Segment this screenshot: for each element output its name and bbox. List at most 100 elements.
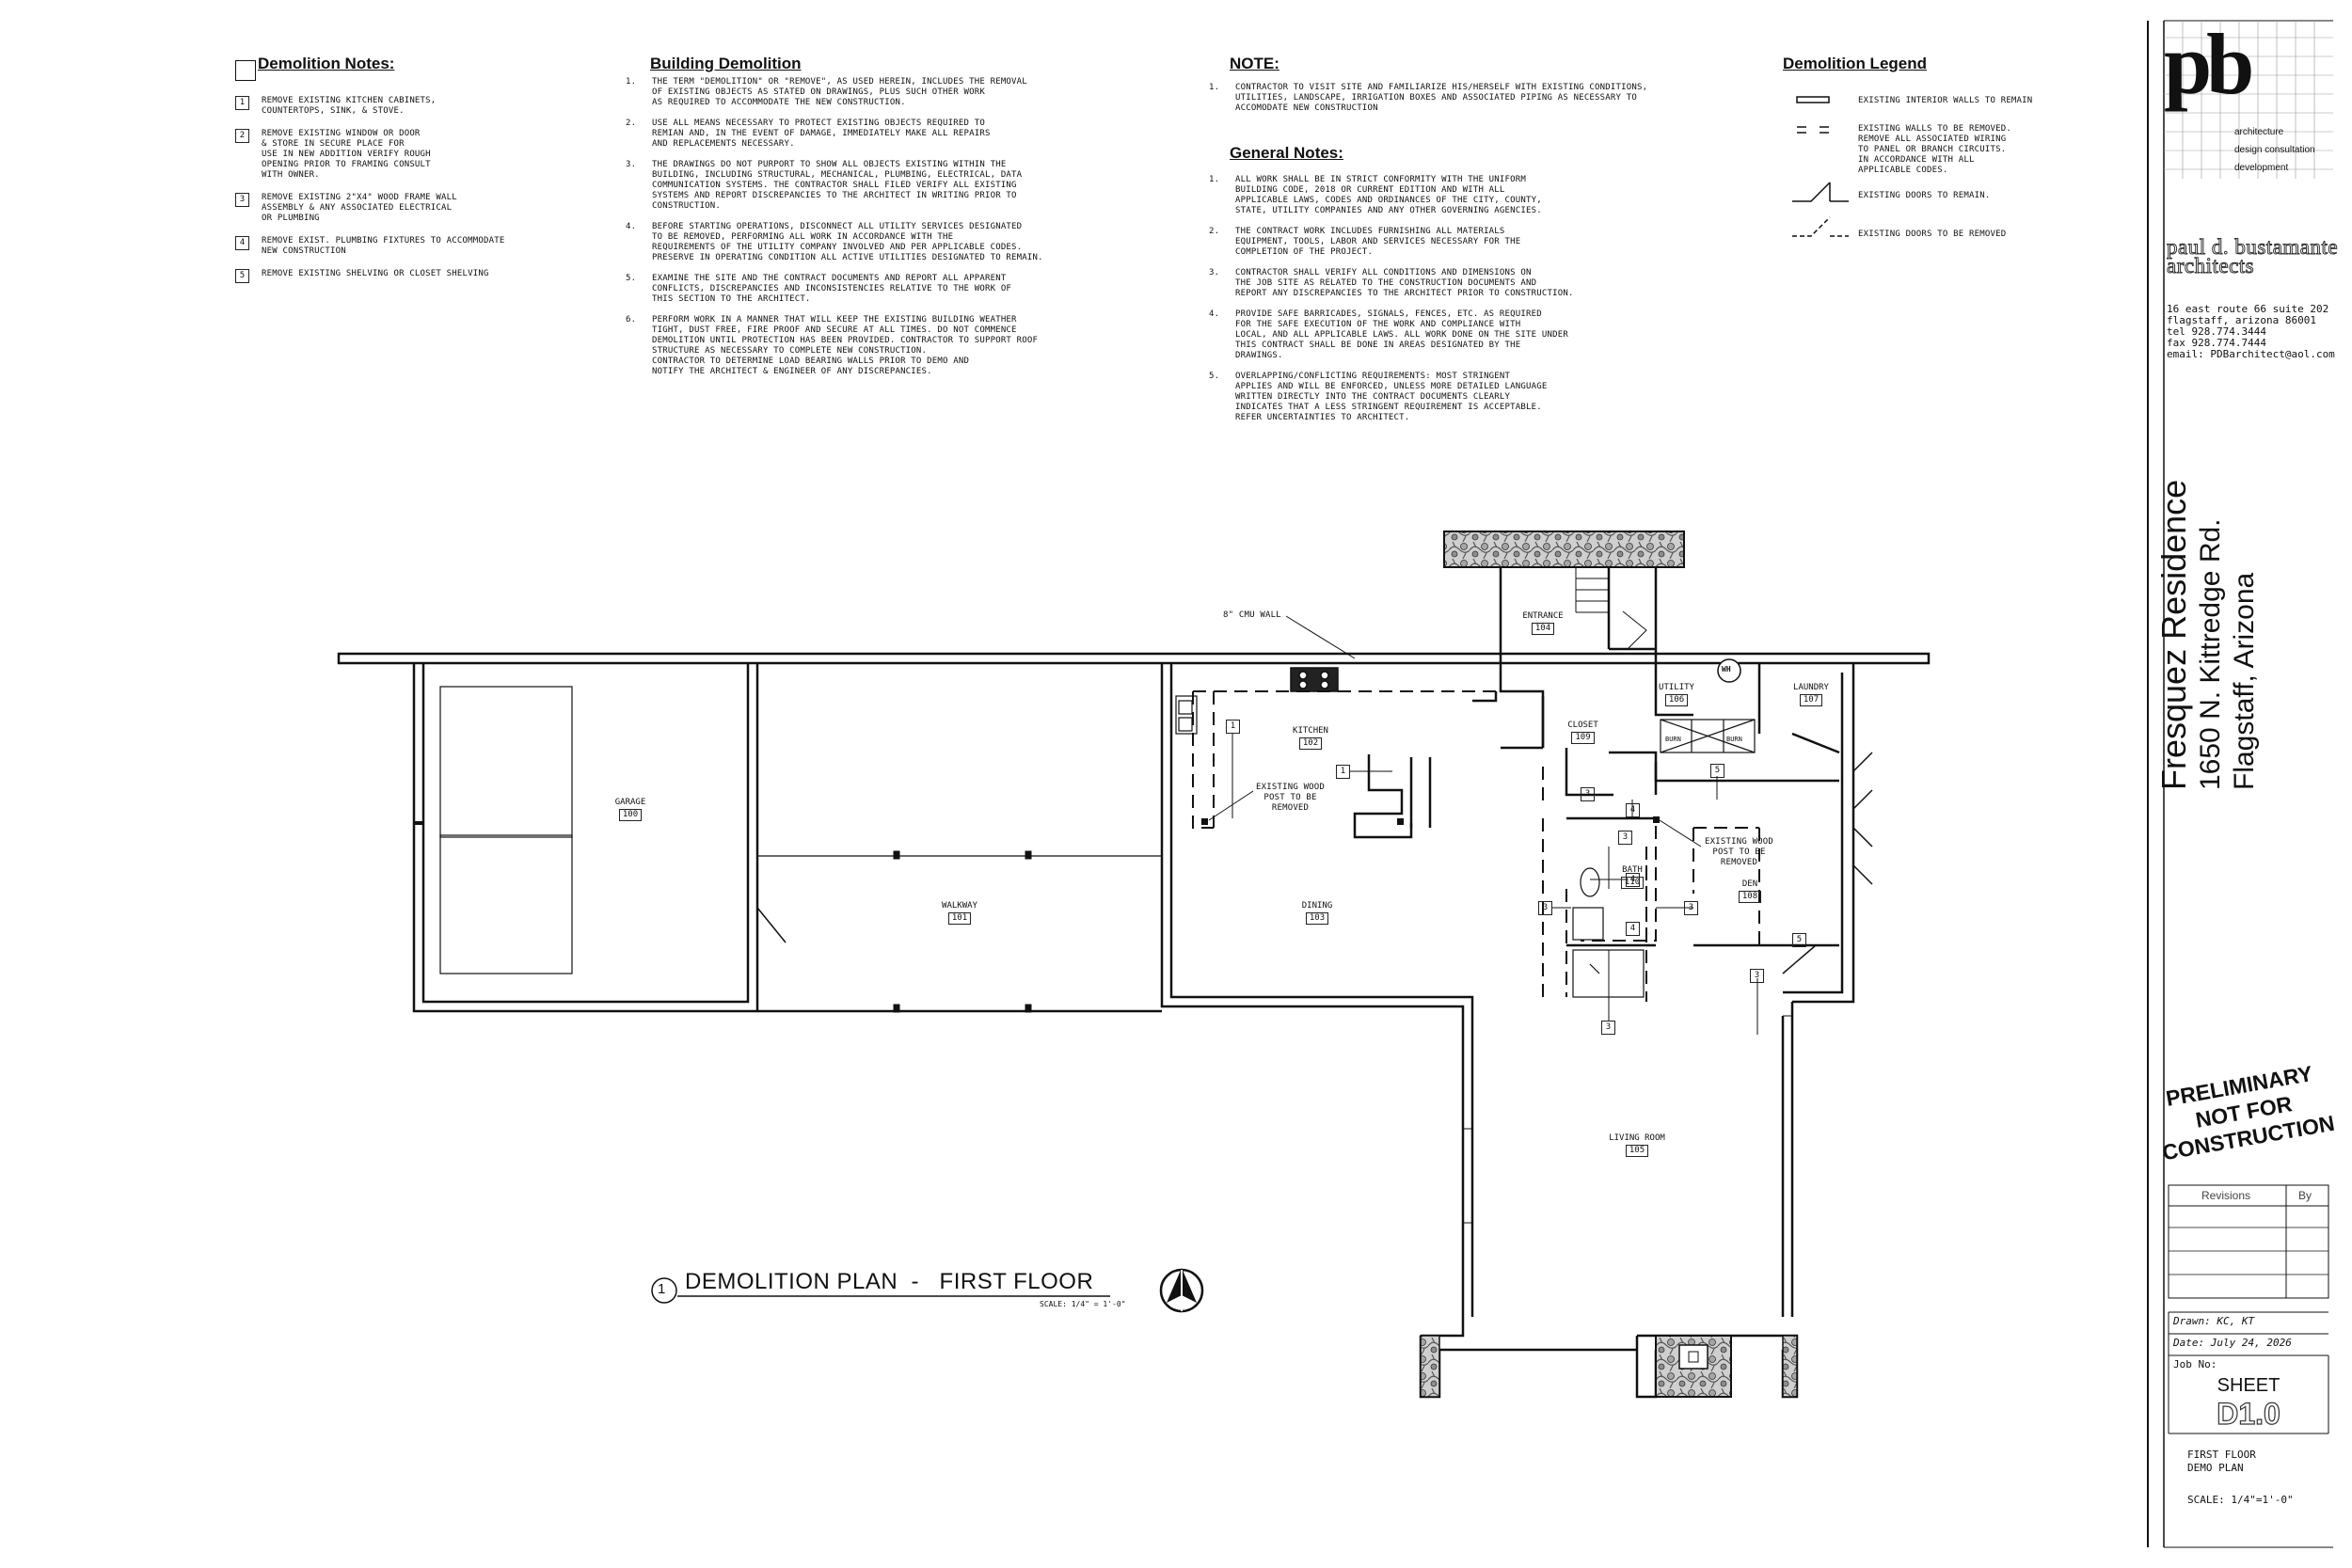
- legend-item-doors-remove: EXISTING DOORS TO BE REMOVED: [1858, 230, 2007, 239]
- firm-address-1: 16 east route 66 suite 202: [2167, 303, 2329, 315]
- tagline-2: design consultation: [2234, 145, 2315, 155]
- firm-logo: pb: [2164, 16, 2254, 112]
- item-number: 1.: [1209, 83, 1220, 92]
- view-number: 1: [658, 1281, 666, 1297]
- item-text: REMOVE EXISTING WINDOW OR DOOR & STORE I…: [262, 129, 431, 180]
- item-number: 3.: [1209, 268, 1220, 277]
- tagline-1: architecture: [2234, 127, 2284, 137]
- item-text: THE DRAWINGS DO NOT PURPORT TO SHOW ALL …: [652, 160, 1023, 211]
- sheet-desc-2: DEMO PLAN: [2187, 1462, 2244, 1474]
- item-number: 3: [235, 193, 249, 207]
- interior-walls: [1353, 663, 1840, 947]
- firm-name-2: architects: [2166, 254, 2255, 278]
- burn-label-1: BURN: [1665, 736, 1681, 743]
- item-number: 3.: [626, 160, 637, 169]
- item-number: 1.: [1209, 175, 1220, 184]
- project-city: Flagstaff, Arizona: [2229, 572, 2260, 790]
- item-number: 1: [235, 96, 249, 110]
- walkway-outline: [756, 850, 1162, 1013]
- plan-title: DEMOLITION PLAN - FIRST FLOOR: [685, 1269, 1094, 1294]
- sheet-desc-1: FIRST FLOOR: [2187, 1449, 2256, 1461]
- item-text: REMOVE EXISTING SHELVING OR CLOSET SHELV…: [262, 269, 489, 278]
- item-number: 4: [235, 236, 249, 250]
- item-text: THE TERM "DEMOLITION" OR "REMOVE", AS US…: [652, 77, 1027, 107]
- legend-item-walls-remain: EXISTING INTERIOR WALLS TO REMAIN: [1858, 96, 2033, 105]
- entrance-stairs: [1575, 566, 1647, 650]
- item-number: 6.: [626, 315, 637, 325]
- item-text: EXAMINE THE SITE AND THE CONTRACT DOCUME…: [652, 274, 1012, 304]
- firm-address-3: tel 928.774.3444: [2167, 325, 2266, 338]
- item-text: REMOVE EXIST. PLUMBING FIXTURES TO ACCOM…: [262, 236, 505, 256]
- date: Date: July 24, 2026: [2173, 1337, 2292, 1349]
- callout-leaders: [1208, 615, 1835, 1035]
- tagline-3: development: [2234, 163, 2289, 173]
- item-number: 5.: [626, 274, 637, 283]
- sheet-number: D1.0: [2217, 1396, 2281, 1431]
- project-title-block: Fresquez Residence 1650 N. Kittredge Rd.…: [2154, 451, 2352, 790]
- sheet-scale: SCALE: 1/4"=1'-0": [2187, 1494, 2294, 1506]
- item-text: REMOVE EXISTING KITCHEN CABINETS, COUNTE…: [262, 96, 437, 116]
- tag-4-bath: 4: [1626, 873, 1640, 887]
- note-title: NOTE:: [1230, 55, 1279, 72]
- tag-4-closet: 4: [1626, 803, 1640, 817]
- building-demolition-title: Building Demolition: [650, 55, 802, 72]
- checkbox-icon: [235, 60, 256, 81]
- stone-chimney-top: [1443, 531, 1685, 568]
- drawn-by: Drawn: KC, KT: [2173, 1315, 2255, 1327]
- revisions-label: Revisions: [2201, 1189, 2251, 1202]
- post-den-callout: EXISTING WOOD POST TO BE REMOVED: [1705, 837, 1774, 867]
- demolition-notes-title: Demolition Notes:: [258, 55, 395, 72]
- sheet-label: SHEET: [2217, 1375, 2280, 1396]
- kitchen-sink: [1175, 695, 1198, 735]
- tag-3-den: 3: [1684, 901, 1698, 915]
- item-number: 5: [235, 269, 249, 283]
- firm-address-4: fax 928.774.7444: [2167, 337, 2266, 349]
- item-number: 2.: [1209, 227, 1220, 236]
- tag-3-bath-top: 3: [1618, 831, 1632, 845]
- legend-title: Demolition Legend: [1783, 55, 1927, 72]
- north-arrow: [1159, 1268, 1204, 1313]
- stove: [1290, 667, 1339, 692]
- tag-1-kitchen: 1: [1226, 720, 1240, 734]
- cmu-wall: [337, 652, 1931, 665]
- water-heater: [1717, 658, 1741, 683]
- post-kitchen-callout: EXISTING WOOD POST TO BE REMOVED: [1256, 783, 1326, 813]
- tag-1-island: 1: [1336, 765, 1350, 779]
- item-number: 1.: [626, 77, 637, 87]
- project-address: 1650 N. Kittredge Rd.: [2195, 518, 2226, 790]
- post-den: [1653, 816, 1660, 823]
- job-number: Job No:: [2173, 1358, 2217, 1370]
- furnaces: [1660, 719, 1756, 753]
- tag-5-den: 5: [1792, 933, 1806, 947]
- item-number: 5.: [1209, 372, 1220, 381]
- item-text: OVERLAPPING/CONFLICTING REQUIREMENTS: MO…: [1235, 372, 1548, 422]
- item-text: CONTRACTOR SHALL VERIFY ALL CONDITIONS A…: [1235, 268, 1574, 298]
- tag-3-den-south: 3: [1750, 969, 1764, 983]
- tag-5-utility: 5: [1710, 764, 1724, 778]
- tag-3-closet: 3: [1581, 787, 1595, 801]
- tag-3-bath-south: 3: [1601, 1021, 1615, 1035]
- den-doors: [1782, 752, 1873, 974]
- water-heater-label: WH: [1722, 665, 1731, 673]
- item-text: PROVIDE SAFE BARRICADES, SIGNALS, FENCES…: [1235, 309, 1568, 360]
- item-text: ALL WORK SHALL BE IN STRICT CONFORMITY W…: [1235, 175, 1542, 215]
- item-text: CONTRACTOR TO VISIT SITE AND FAMILIARIZE…: [1235, 83, 1648, 113]
- firm-name-1: paul d. bustamante: [2166, 235, 2339, 260]
- burn-label-2: BURN: [1726, 736, 1742, 743]
- legend-item-doors-remain: EXISTING DOORS TO REMAIN.: [1858, 191, 1991, 200]
- legend-item-walls-remove: EXISTING WALLS TO BE REMOVED. REMOVE ALL…: [1858, 124, 2011, 175]
- view-number-bubble: [651, 1277, 677, 1304]
- by-label: By: [2298, 1189, 2312, 1202]
- item-text: PERFORM WORK IN A MANNER THAT WILL KEEP …: [652, 315, 1039, 376]
- general-notes-title: General Notes:: [1230, 144, 1343, 162]
- item-text: REMOVE EXISTING 2"X4" WOOD FRAME WALL AS…: [262, 193, 457, 223]
